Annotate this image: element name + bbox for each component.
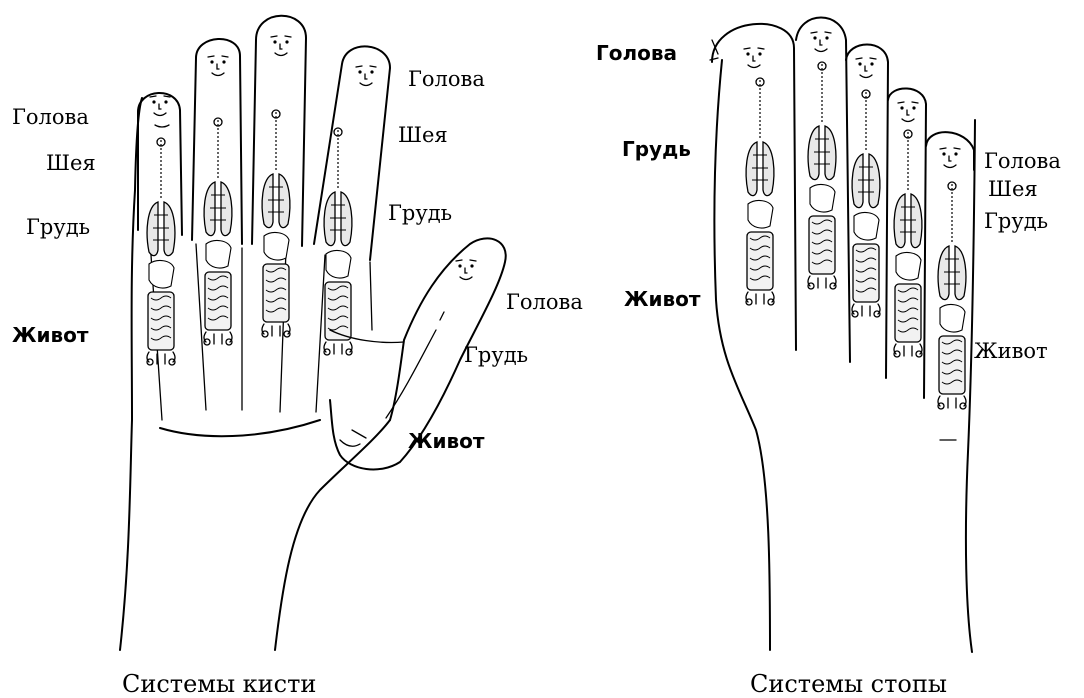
foot-big-toe-head-label: Голова [596, 41, 677, 65]
hand-pinky-neck-label: Шея [46, 151, 96, 175]
hand-index-head-label: Голова [408, 67, 485, 91]
foot-big-toe-belly-label: Живот [624, 287, 701, 311]
hand-index-neck-label: Шея [398, 123, 448, 147]
foot-caption: Системы стопы [750, 670, 947, 698]
foot-big-toe-chest-label: Грудь [622, 137, 691, 161]
foot-drawing: Голова Грудь Живот Голова Шея Грудь Живо… [596, 18, 1061, 698]
hand-drawing: Голова Шея Грудь Живот Голова Шея Грудь … [12, 16, 583, 698]
hand-thumb-chest-label: Грудь [464, 343, 528, 367]
foot-small-toe-belly-label: Живот [974, 339, 1048, 363]
hand-pinky-head-label: Голова [12, 105, 89, 129]
foot-small-toe-chest-label: Грудь [984, 209, 1048, 233]
hand-pinky-chest-label: Грудь [26, 215, 90, 239]
hand-caption: Системы кисти [122, 670, 316, 698]
hand-thumb-head-label: Голова [506, 290, 583, 314]
hand-index-chest-label: Грудь [388, 201, 452, 225]
hand-thumb-belly-label: Живот [408, 429, 485, 453]
foot-small-toe-head-label: Голова [984, 149, 1061, 173]
hand-pinky-belly-label: Живот [12, 323, 89, 347]
foot-small-toe-neck-label: Шея [988, 177, 1038, 201]
